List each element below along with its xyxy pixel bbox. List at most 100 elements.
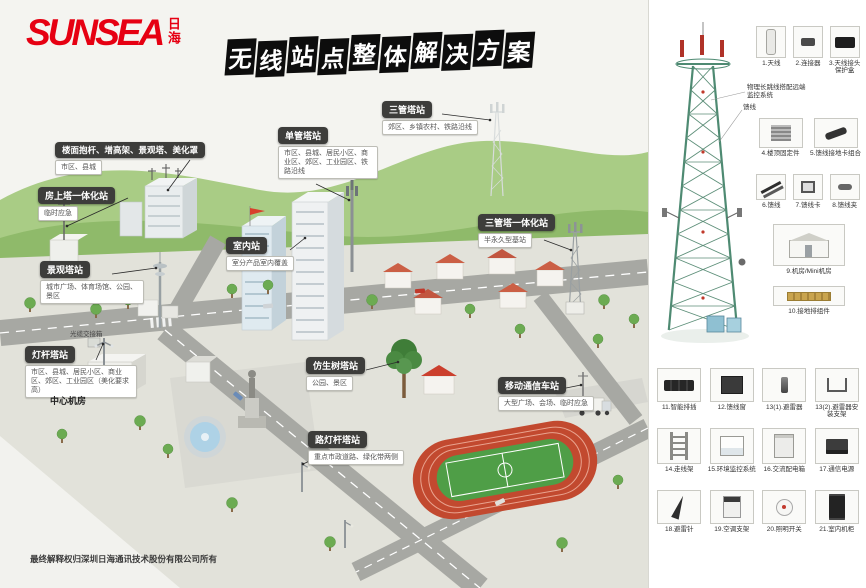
tower-top-antennas xyxy=(675,35,731,70)
product-item: 17.通信电源 xyxy=(813,428,862,473)
annotation-remote-monitoring: 物理长跳线搭配远端监控系统 xyxy=(747,84,806,100)
product-label: 15.环境监控系统 xyxy=(707,466,756,473)
ground-edge xyxy=(0,436,180,588)
feeder-cable-icon xyxy=(760,180,782,194)
red-flag xyxy=(250,208,265,215)
callout-title: 房上塔一体化站 xyxy=(38,187,116,204)
monument xyxy=(238,370,266,428)
callout-bionic-tree-tower: 仿生树塔站 公园、景区 xyxy=(306,356,366,392)
callout-title: 路灯杆塔站 xyxy=(308,431,368,448)
tower-illustration xyxy=(661,22,749,343)
callout-mobile-comm-vehicle: 移动通信车站 大型广场、会场、临时应急 xyxy=(498,376,594,412)
three-tube-tower xyxy=(490,102,505,197)
callout-leader-lines xyxy=(66,113,582,465)
power-strip-icon xyxy=(664,379,695,391)
trees xyxy=(24,279,640,552)
product-item: 3.天线接头保护盒 xyxy=(828,26,861,75)
annotation-feeder: 馈线 xyxy=(743,104,756,111)
product-item: 1.天线 xyxy=(755,26,788,75)
antenna-icon xyxy=(766,29,777,55)
product-label: 6.馈线 xyxy=(762,202,781,209)
product-item: 12.馈线窗 xyxy=(708,368,757,419)
indoor-cabinet-icon xyxy=(828,494,845,520)
env-monitor-icon xyxy=(719,436,744,456)
callout-title: 室内站 xyxy=(226,237,268,254)
product-label: 21.室内机柜 xyxy=(819,526,855,533)
callout-desc: 郊区、乡镇农村、铁路沿线 xyxy=(382,120,478,136)
tower-marker-dots xyxy=(701,90,705,300)
product-label: 14.走线架 xyxy=(664,466,694,473)
office-building-cluster xyxy=(119,164,197,239)
fiber-cross-box xyxy=(87,337,101,348)
product-item: 8.馈线夹 xyxy=(828,174,861,209)
product-label: 20.照明开关 xyxy=(766,526,802,533)
label-fiber-cross-box: 光缆交接箱 xyxy=(70,331,103,338)
product-label: 12.馈线窗 xyxy=(717,404,747,411)
landscape-tower xyxy=(153,252,167,328)
callout-lamp-pole-tower: 灯杆塔站 市区、县城、居民小区、商业区、郊区、工业园区（美化要求高） xyxy=(25,345,137,399)
product-item: 13(1).避雷器 xyxy=(760,368,809,419)
product-label: 8.馈线夹 xyxy=(832,202,858,209)
tower-base-cabinets xyxy=(706,315,742,333)
cable-ladder-icon xyxy=(670,432,689,460)
callout-title: 灯杆塔站 xyxy=(25,346,76,363)
brand-logo-text: SUNSEA xyxy=(26,12,165,53)
product-item: 16.交流配电箱 xyxy=(760,428,809,473)
callout-desc: 市区、县城、居民小区、商业区、郊区、工业园区（美化要求高） xyxy=(25,365,137,399)
product-label: 13(2).避雷器安装支架 xyxy=(815,404,859,419)
product-label: 7.馈线卡 xyxy=(795,202,821,209)
callout-street-lamp-tower: 路灯杆塔站 重点市政道路、绿化带两侧 xyxy=(308,430,404,466)
product-item: 6.馈线 xyxy=(755,174,788,209)
label-central-machine-room: 中心机房 xyxy=(50,396,87,406)
brand-logo: SUNSEA 日海 xyxy=(26,12,181,53)
callout-three-tube-tower: 三管塔站 郊区、乡镇农村、铁路沿线 xyxy=(382,100,478,136)
product-item: 14.走线架 xyxy=(655,428,704,473)
shelter-icon xyxy=(789,233,829,258)
grounding-kit-icon xyxy=(823,125,848,141)
callout-monopole-station: 单管塔站 市区、县城、居民小区、商业区、郊区、工业园区、铁路沿线 xyxy=(278,126,378,180)
copyright-text: 最终解释权归深圳日海通讯技术股份有限公司所有 xyxy=(30,554,218,564)
callout-three-tube-integrated: 三管塔一体化站 半永久型基站 xyxy=(478,213,556,249)
ac-distribution-box-icon xyxy=(774,434,795,458)
lightning-rod-icon xyxy=(671,494,688,520)
arrester-bracket-icon xyxy=(826,378,847,392)
brand-logo-cn: 日海 xyxy=(165,17,181,45)
product-label: 1.天线 xyxy=(762,60,781,67)
callout-title: 景观塔站 xyxy=(40,261,91,278)
product-label: 13(1).避雷器 xyxy=(766,404,803,411)
callout-title: 单管塔站 xyxy=(278,127,329,144)
arrester-icon xyxy=(780,377,788,393)
ground-busbar-icon xyxy=(787,291,831,301)
product-label: 19.空调支架 xyxy=(714,526,750,533)
product-item: 10.接地排组件 xyxy=(767,286,851,315)
callout-title: 仿生树塔站 xyxy=(306,357,366,374)
product-item: 7.馈线卡 xyxy=(792,174,825,209)
feeder-window-icon xyxy=(720,376,743,394)
three-tube-integrated-tower xyxy=(565,222,585,315)
callout-desc: 市区、县城、居民小区、商业区、郊区、工业园区、铁路沿线 xyxy=(278,146,378,180)
microwave-dish xyxy=(738,258,746,266)
annotation-leader-lines xyxy=(710,91,746,143)
callout-indoor-station: 室内站 室分产品室内覆盖 xyxy=(226,236,294,272)
tall-buildings xyxy=(241,192,344,341)
callout-desc: 临时应急 xyxy=(38,206,78,222)
product-item: 18.避雷针 xyxy=(655,490,704,533)
product-label: 17.通信电源 xyxy=(819,466,855,473)
bionic-tree-tower xyxy=(386,339,422,398)
product-item: 4.楼顶固定件 xyxy=(755,118,806,157)
product-label: 11.智能排插 xyxy=(661,404,697,411)
callout-desc: 城市广场、体育场馆、公园、景区 xyxy=(40,280,144,305)
callout-desc: 大型广场、会场、临时应急 xyxy=(498,396,594,412)
callout-landscape-tower: 景观塔站 城市广场、体育场馆、公园、景区 xyxy=(40,260,144,305)
fountain xyxy=(184,416,226,458)
callout-desc: 重点市政道路、绿化带两侧 xyxy=(308,450,404,466)
power-supply-icon xyxy=(825,438,848,454)
callout-desc: 半永久型基站 xyxy=(478,233,532,249)
product-item: 11.智能排插 xyxy=(655,368,704,419)
product-label: 16.交流配电箱 xyxy=(763,466,806,473)
feeder-clip-icon xyxy=(837,184,852,190)
monopole-tower xyxy=(346,180,358,272)
roof-mount-icon xyxy=(770,125,791,141)
ac-bracket-icon xyxy=(722,496,741,518)
product-item: 19.空调支架 xyxy=(708,490,757,533)
